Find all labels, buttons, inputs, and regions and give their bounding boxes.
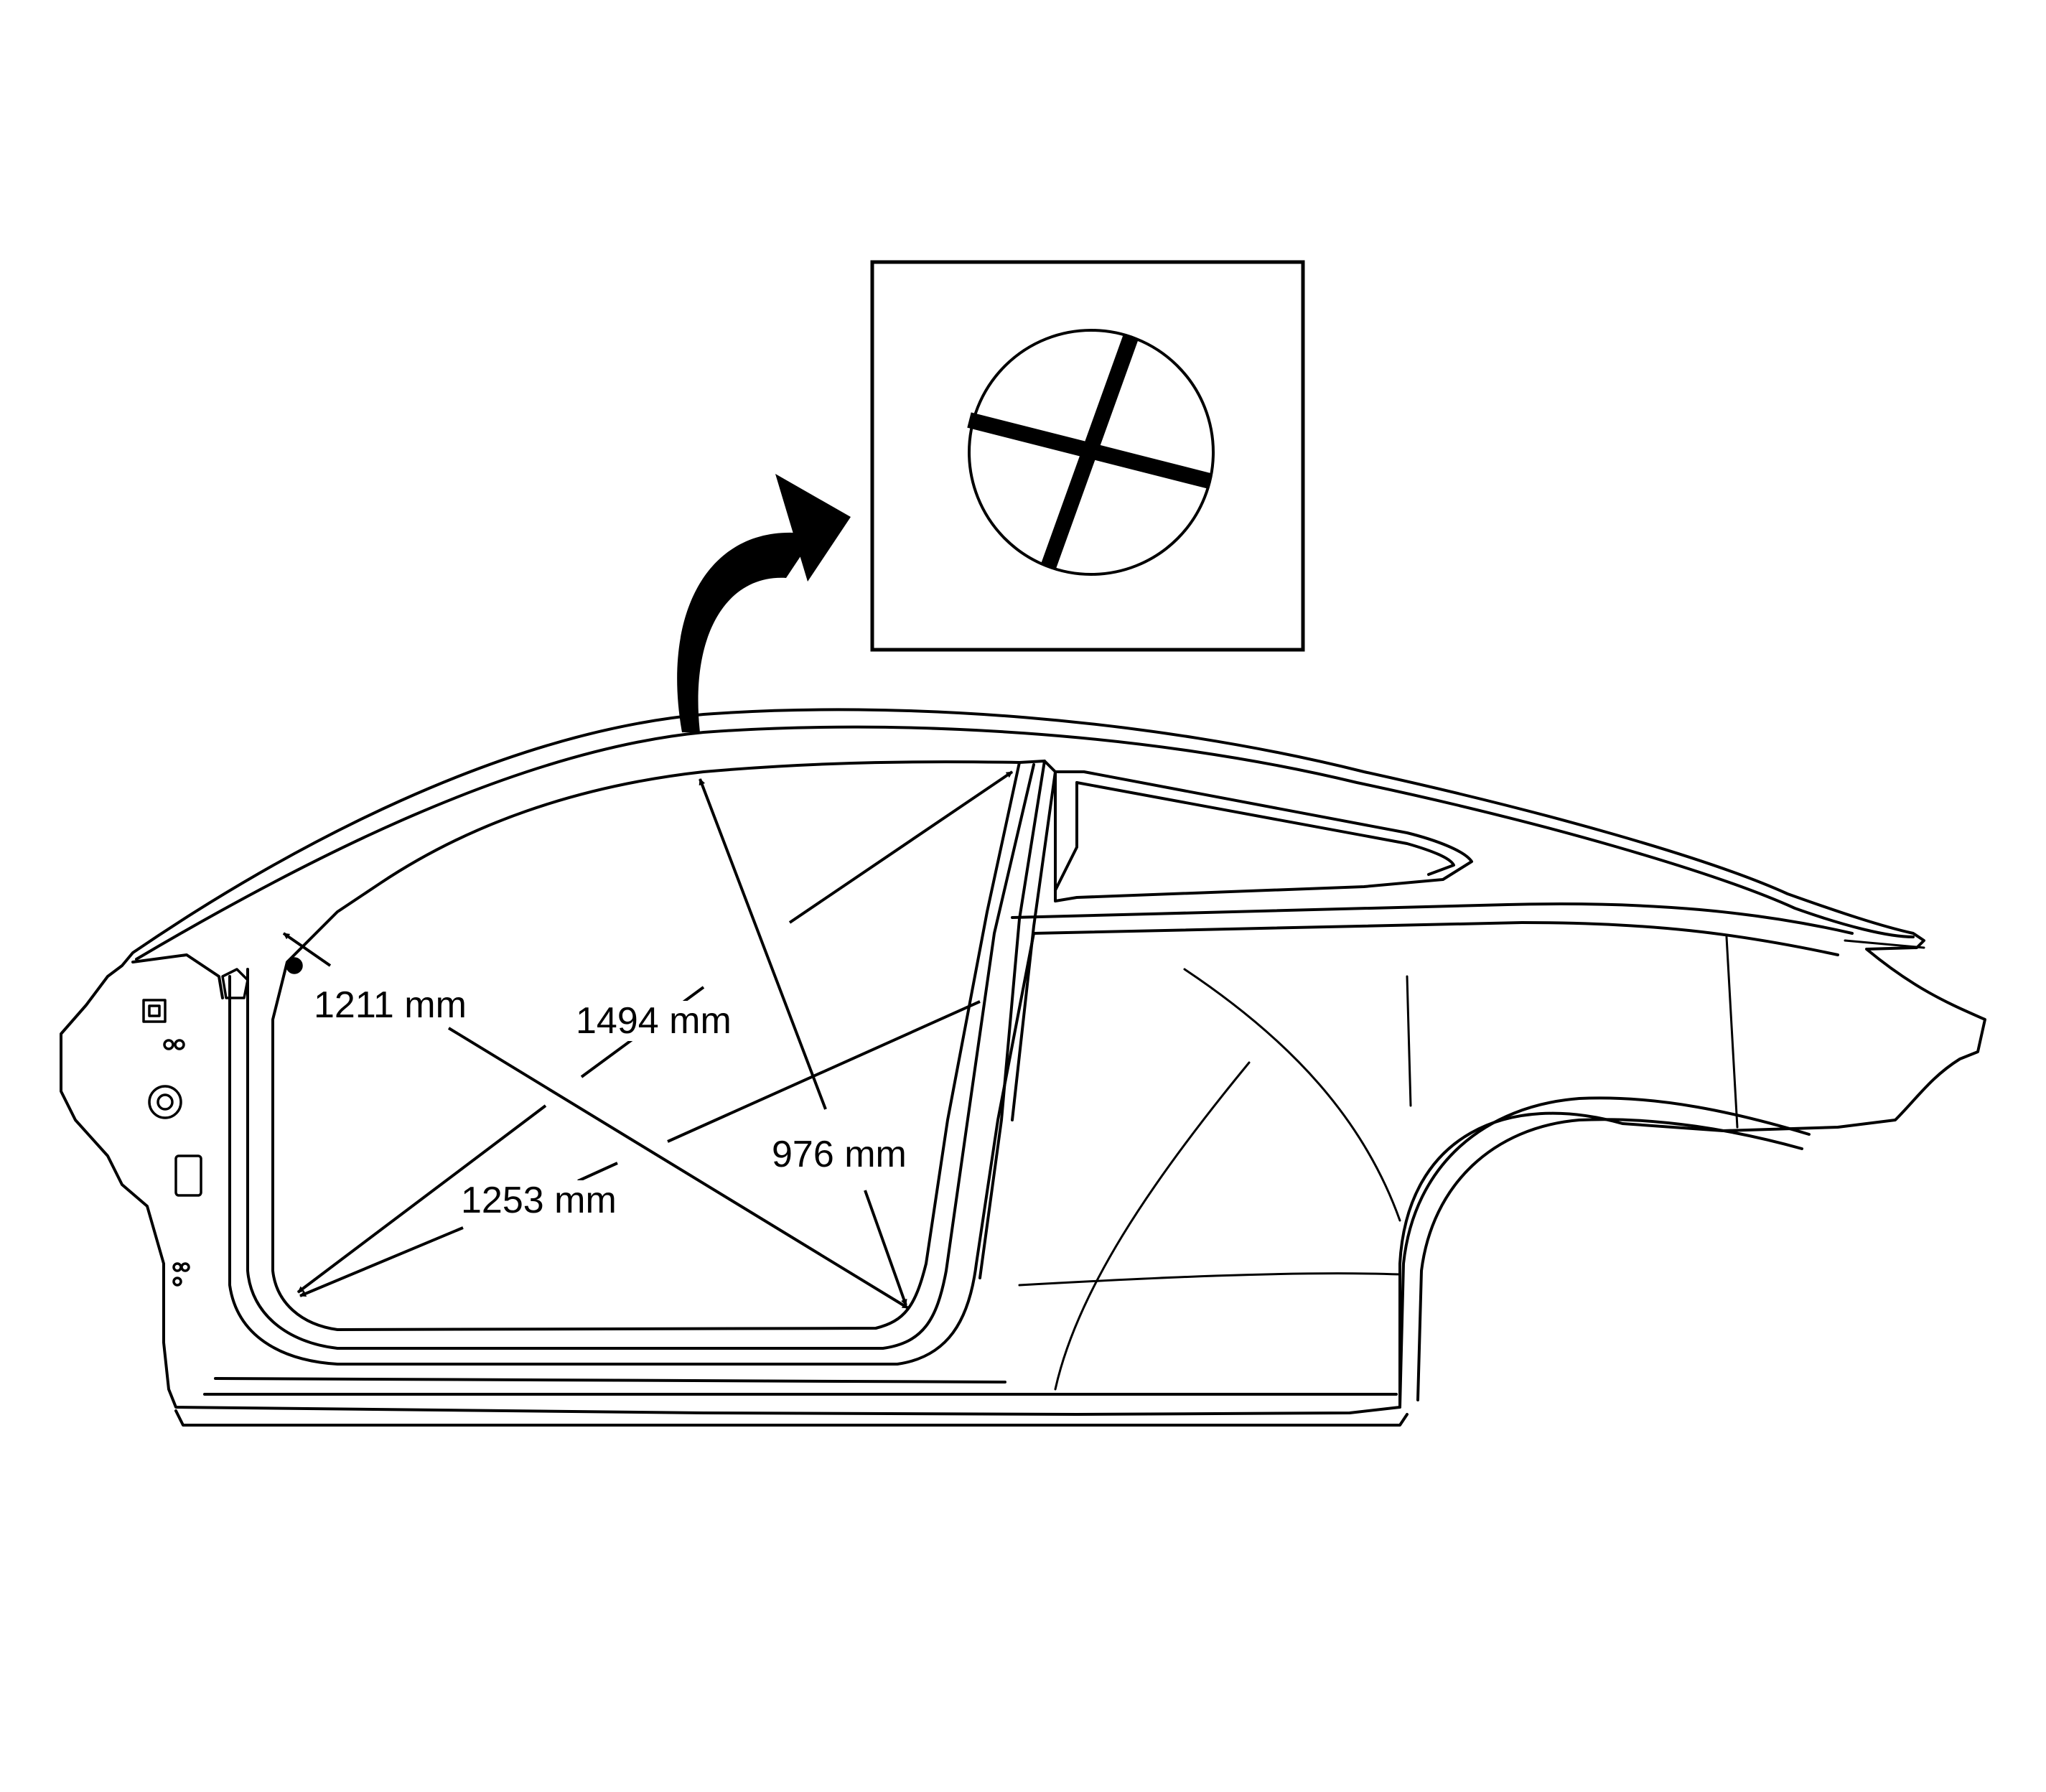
dim-line-1253-upper [667, 1000, 981, 1143]
callout-arrow [677, 474, 851, 732]
dimension-label-1494: 1494 mm [571, 1001, 736, 1041]
dim-line-976-lower [864, 1190, 907, 1306]
dimension-label-976: 976 mm [767, 1134, 911, 1175]
detail-inset [870, 260, 1305, 652]
body-side-outline [60, 708, 1986, 1427]
door-opening [131, 760, 1057, 1366]
dim-line-1211-lower [447, 1027, 910, 1310]
dim-line-1211 [282, 932, 332, 967]
cross-hair-reference-mark-icon [967, 329, 1215, 576]
dim-line-976-upper [699, 778, 827, 1110]
dimension-label-1253: 1253 mm [457, 1180, 621, 1221]
dim-line-1253-lower-2 [299, 1226, 464, 1297]
dimension-label-1211: 1211 mm [309, 985, 471, 1025]
rear-quarter-panel [1011, 770, 1925, 1409]
hinge-pillar-detail [142, 957, 303, 1287]
dim-line-1494-upper [788, 770, 1014, 924]
dim-line-1253-lower [577, 1162, 618, 1182]
dim-line-1494-lower-2 [296, 1104, 547, 1294]
